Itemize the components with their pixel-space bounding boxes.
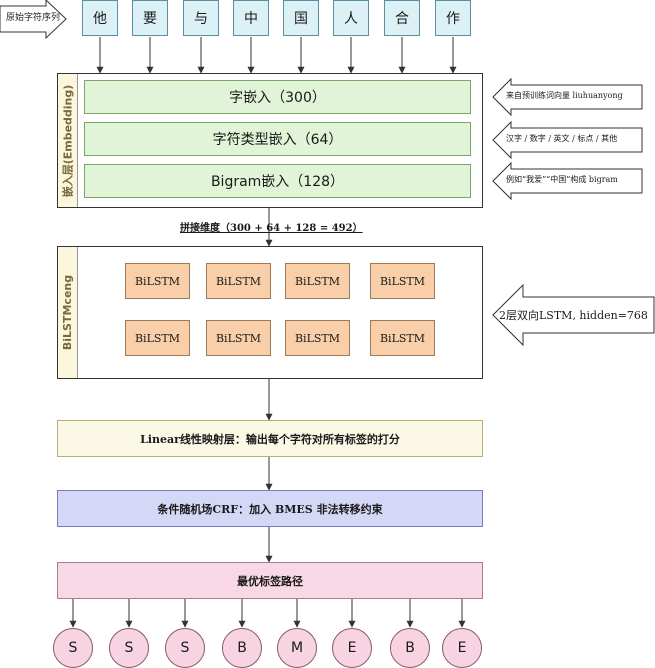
bilstm-cell: BiLSTM: [125, 263, 190, 299]
input-char-box: 中: [233, 0, 269, 36]
input-char-box: 人: [333, 0, 369, 36]
bilstm-cell: BiLSTM: [285, 263, 350, 299]
input-label: 原始字符序列: [6, 13, 61, 23]
bigram-embedding-box: Bigram嵌入（128）: [84, 164, 471, 198]
input-char-box: 合: [384, 0, 420, 36]
note-arrow-shape: [492, 120, 643, 160]
concat-label: 拼接维度（300 + 64 + 128 = 492）: [180, 223, 363, 234]
bilstm-cell: BiLSTM: [370, 263, 435, 299]
bilstm-note-arrow: 2层双向LSTM, hidden=768: [492, 283, 655, 347]
embedding-note-arrow: 来自预训练词向量 liuhuanyong: [492, 77, 643, 117]
bilstm-note-shape: [492, 283, 655, 347]
linear-layer: Linear线性映射层：输出每个字符对所有标签的打分: [57, 420, 483, 457]
input-char-box: 与: [183, 0, 219, 36]
embedding-side-label: 嵌入层(Embedding): [58, 74, 78, 207]
bilstm-side-label: BiLSTMceng: [58, 247, 78, 378]
output-tag-circle: B: [222, 628, 262, 668]
input-arrow-shape: [0, 0, 67, 40]
input-char-box: 作: [435, 0, 471, 36]
input-label-arrow: 原始字符序列: [0, 0, 70, 40]
bilstm-cell: BiLSTM: [370, 320, 435, 356]
embedding-side-text: 嵌入层(Embedding): [61, 84, 75, 197]
output-tag-circle: B: [390, 628, 430, 668]
output-tag-circle: E: [332, 628, 372, 668]
crf-layer: 条件随机场CRF：加入 BMES 非法转移约束: [57, 490, 483, 527]
bilstm-cell: BiLSTM: [285, 320, 350, 356]
char-type-embedding-box: 字符类型嵌入（64）: [84, 122, 471, 156]
best-path-layer: 最优标签路径: [57, 562, 483, 599]
bilstm-cell: BiLSTM: [206, 263, 271, 299]
output-tag-circle: E: [442, 628, 482, 668]
input-char-box: 国: [283, 0, 319, 36]
input-char-box: 他: [82, 0, 118, 36]
output-tag-circle: S: [165, 628, 205, 668]
output-tag-circle: M: [277, 628, 317, 668]
embedding-note: 汉字 / 数字 / 英文 / 标点 / 其他: [506, 134, 618, 143]
embedding-note-arrow: 汉字 / 数字 / 英文 / 标点 / 其他: [492, 120, 643, 160]
embedding-note: 例如“我爱”“中国”构成 bigram: [506, 175, 618, 184]
embedding-note: 来自预训练词向量 liuhuanyong: [506, 91, 623, 100]
note-arrow-shape: [492, 161, 643, 201]
char-embedding-box: 字嵌入（300）: [84, 80, 471, 114]
note-arrow-shape: [492, 77, 643, 117]
bilstm-note: 2层双向LSTM, hidden=768: [499, 309, 648, 322]
bilstm-side-text: BiLSTMceng: [61, 274, 75, 351]
embedding-note-arrow: 例如“我爱”“中国”构成 bigram: [492, 161, 643, 201]
bilstm-cell: BiLSTM: [206, 320, 271, 356]
output-tag-circle: S: [53, 628, 93, 668]
bilstm-cell: BiLSTM: [125, 320, 190, 356]
input-char-box: 要: [132, 0, 168, 36]
output-tag-circle: S: [109, 628, 149, 668]
